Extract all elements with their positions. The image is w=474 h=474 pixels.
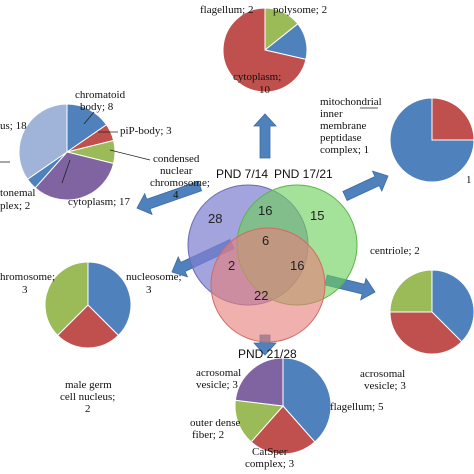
pie-3-slice-1 (431, 97, 474, 141)
pie-charts (18, 7, 474, 455)
label-mitochondrial: mitochondrial (320, 96, 382, 108)
pie-6-slice-2 (250, 405, 316, 455)
pie-2-slice-1 (66, 103, 108, 153)
pie-chart-1 (222, 7, 308, 93)
top-pie-labels: flagellum; 2 polysome; 2 cytoplasm; 10 (200, 4, 327, 96)
label-tonemal: tonemal (0, 187, 35, 199)
label-condensed-value: 4 (173, 189, 179, 201)
venn-region-only-b: 15 (310, 208, 324, 223)
venn-label-pnd-17-21: PND 17/21 (274, 167, 333, 181)
venn-region-abc: 6 (262, 233, 269, 248)
label-nucleosome: nucleosome; (126, 271, 182, 283)
venn-label-pnd-21-28: PND 21/28 (238, 347, 297, 361)
pie-5-slice-2 (389, 311, 463, 355)
venn-region-ac: 2 (228, 258, 235, 273)
pie-2-slice-6 (18, 103, 68, 180)
label-centriole-2: centriole; 2 (370, 245, 420, 257)
label-pip-body: piP-body; 3 (120, 125, 172, 137)
label-condensed: condensed (153, 153, 200, 165)
pie-5-slice-3 (389, 269, 433, 313)
label-right-cut: 1 (466, 174, 472, 186)
venn-circle-pnd-21-28 (210, 227, 326, 343)
label-nuclear: nuclear (160, 165, 193, 177)
label-cytoplasm-10-value: 10 (259, 84, 271, 96)
midright-pie-labels: centriole; 2 acrosomal vesicle; 3 (360, 245, 420, 392)
pie-3-slice-2 (389, 97, 474, 183)
label-nucleosome-value: 3 (146, 284, 152, 296)
label-tonemal-value: plex; 2 (0, 200, 30, 212)
pie-chart-6 (234, 357, 332, 455)
label-chromosome: chromosome; (150, 177, 210, 189)
left-pie-labels: chromatoid body; 8 piP-body; 3 condensed… (0, 89, 210, 212)
pie-chart-3 (389, 97, 474, 183)
label-vesicle-right: vesicle; 3 (364, 380, 406, 392)
label-catsper-value: complex; 3 (245, 458, 295, 470)
label-cell-nucleus: cell nucleus; (60, 391, 115, 403)
arrow-2 (136, 180, 203, 216)
label-catsper: CatSper (252, 446, 288, 458)
label-complex-1: complex; 1 (320, 144, 369, 156)
venn-region-ab: 16 (258, 203, 272, 218)
label-outer-dense: outer dense (190, 417, 241, 429)
label-acrosomal-right: acrosomal (360, 368, 405, 380)
label-cytoplasm-10: cytoplasm; (233, 71, 281, 83)
label-flagellum-5: flagellum; 5 (330, 401, 384, 413)
label-inner: inner (320, 108, 343, 120)
venn-region-only-a: 28 (208, 211, 222, 226)
label-us-18: us; 18 (0, 120, 27, 132)
label-fiber-2: fiber; 2 (192, 429, 224, 441)
midleft-pie-labels: hromosome; 3 nucleosome; 3 male germ cel… (0, 271, 182, 415)
venn-region-only-c: 22 (254, 288, 268, 303)
bottom-pie-labels: acrosomal vesicle; 3 flagellum; 5 outer … (190, 367, 384, 470)
pie-1-slice-3 (222, 7, 307, 93)
pie-6-slice-1 (282, 357, 332, 443)
label-chromatoid: chromatoid (75, 89, 126, 101)
pie-4-slice-3 (44, 261, 89, 337)
pie-chart-5 (389, 269, 474, 355)
venn-region-bc: 16 (290, 258, 304, 273)
label-peptidase: peptidase (320, 132, 362, 144)
label-male-value: 2 (85, 403, 91, 415)
label-flagellum-2: flagellum; 2 (200, 4, 253, 16)
pie-4-slice-2 (56, 304, 120, 349)
label-membrane: membrane (320, 120, 367, 132)
venn-diagram: PND 7/14 PND 17/21 PND 21/28 28 16 15 6 … (187, 167, 358, 361)
leader-lines (0, 107, 378, 184)
pie-chart-2 (18, 103, 116, 201)
label-hromosome: hromosome; (0, 271, 55, 283)
label-hromosome-value: 3 (22, 284, 28, 296)
arrow-1 (253, 113, 277, 159)
pie-chart-4 (44, 261, 132, 349)
pie-4-slice-1 (87, 261, 132, 337)
pie-6-slice-3 (234, 399, 285, 443)
pie-6-slice-4 (234, 357, 284, 407)
arrow-3 (342, 170, 389, 202)
label-male-germ: male germ (65, 379, 112, 391)
venn-label-pnd-7-14: PND 7/14 (216, 167, 268, 181)
label-acrosomal-bottom: acrosomal (196, 367, 241, 379)
label-polysome-2: polysome; 2 (273, 4, 327, 16)
right-pie-labels: mitochondrial inner membrane peptidase c… (320, 96, 472, 186)
pie-5-slice-1 (431, 269, 474, 343)
pie-2-slice-4 (34, 151, 115, 201)
label-vesicle-bottom: vesicle; 3 (196, 379, 238, 391)
label-cytoplasm-17: cytoplasm; 17 (68, 196, 131, 208)
label-chromatoid-value: body; 8 (80, 101, 114, 113)
